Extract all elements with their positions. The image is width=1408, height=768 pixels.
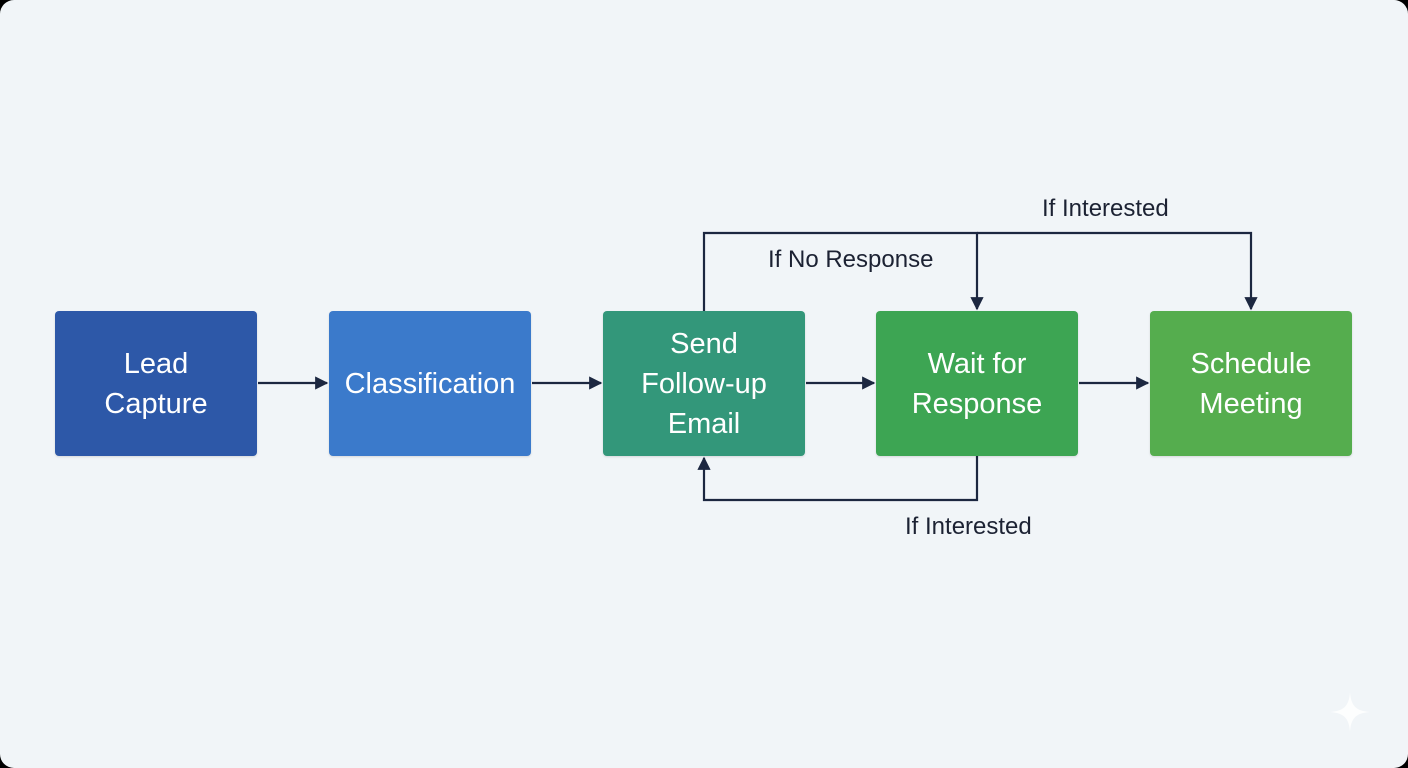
- node-classification: Classification: [329, 311, 531, 456]
- edge-if-interested-bottom-loop: [697, 456, 979, 502]
- edge-if-no-response-loop: [702, 231, 984, 311]
- node-classification-label: Classification: [344, 367, 516, 400]
- edge-label-if-no-response: If No Response: [768, 246, 934, 273]
- edge-if-interested-top: [977, 231, 1258, 311]
- sparkle-icon: [1330, 692, 1370, 732]
- edge-label-if-interested-bottom: If Interested: [905, 513, 1032, 540]
- edge-label-if-interested-top: If Interested: [1042, 195, 1169, 222]
